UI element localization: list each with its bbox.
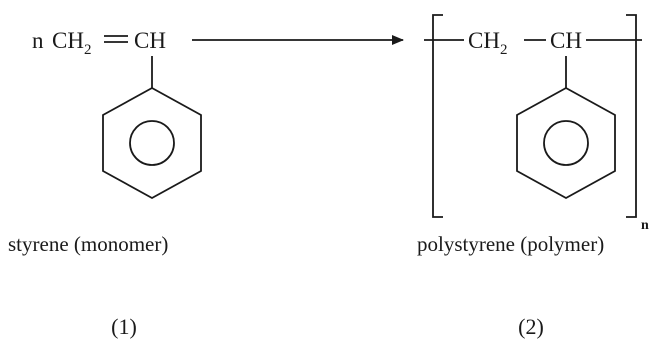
monomer-coefficient: n <box>32 28 44 53</box>
monomer-ch2-label: CH2 <box>52 28 91 58</box>
repeat-unit-subscript: n <box>641 218 649 233</box>
polymer-ch2-subscript: 2 <box>500 42 508 58</box>
polymer-ch2-text: CH <box>468 28 500 53</box>
polymer-number-label: (2) <box>518 314 544 339</box>
polymer-ch-label: CH <box>550 28 582 53</box>
monomer-aromatic-circle <box>129 120 175 166</box>
polymer-ch2-label: CH2 <box>468 28 507 58</box>
polymer-benzene-ring <box>516 86 616 200</box>
polymer-caption: polystyrene (polymer) <box>417 232 604 256</box>
monomer-ch2-text: CH <box>52 28 84 53</box>
right-bracket <box>626 14 637 218</box>
monomer-number-label: (1) <box>111 314 137 339</box>
monomer-ch-label: CH <box>134 28 166 53</box>
styrene-structure: n CH2 CH <box>32 28 202 200</box>
left-bracket <box>432 14 443 218</box>
monomer-benzene-ring <box>102 86 202 200</box>
monomer-caption: styrene (monomer) <box>8 232 168 256</box>
monomer-ch2-subscript: 2 <box>84 42 92 58</box>
polystyrene-structure: CH2 CH n <box>424 14 649 233</box>
polymer-aromatic-circle <box>543 120 589 166</box>
